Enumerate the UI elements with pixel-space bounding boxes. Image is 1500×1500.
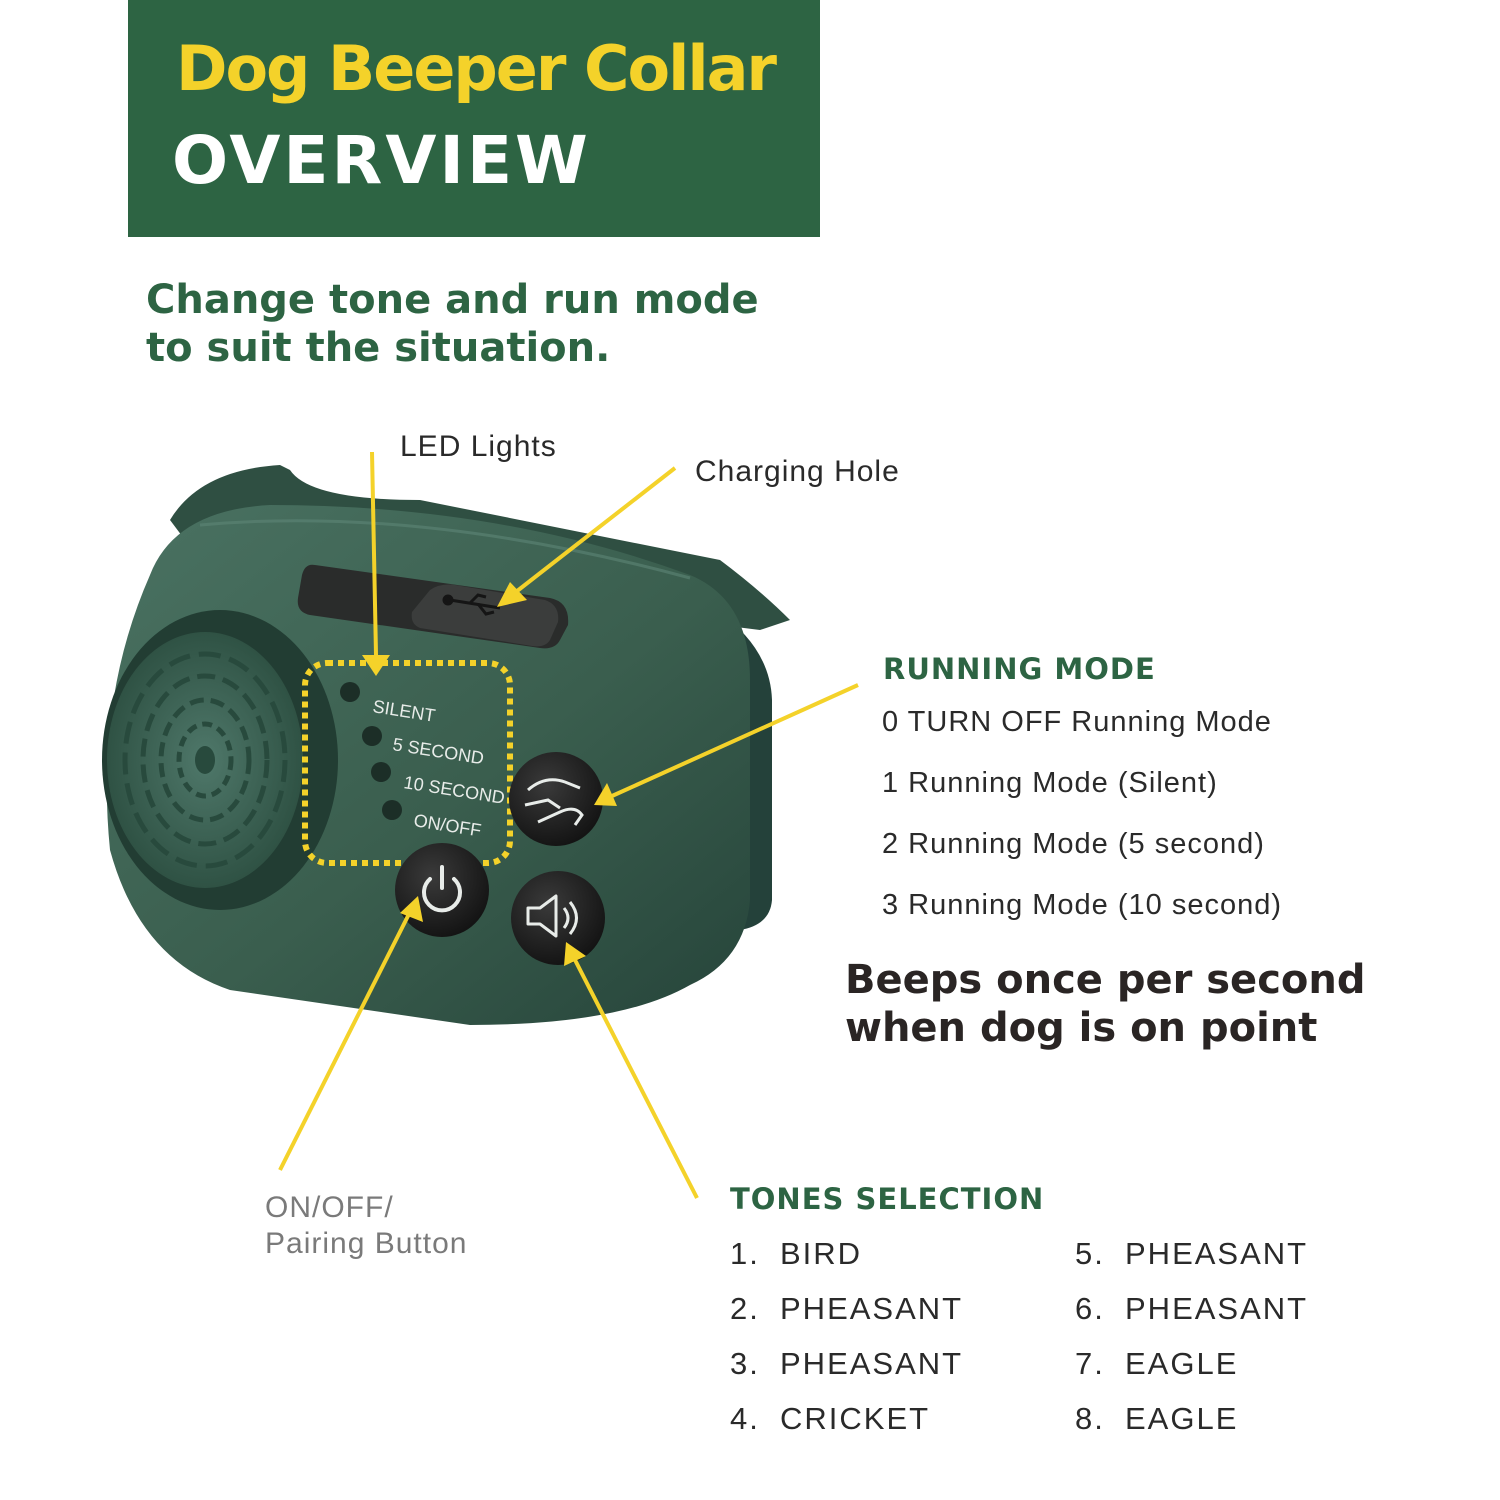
banner-title: Dog Beeper Collar — [176, 32, 777, 105]
power-button[interactable] — [395, 843, 489, 937]
tone-name: EAGLE — [1125, 1401, 1239, 1436]
tagline-line-2: to suit the situation. — [146, 325, 611, 371]
header-banner: Dog Beeper Collar OVERVIEW — [128, 0, 820, 237]
tone-name: PHEASANT — [780, 1291, 964, 1326]
tone-name: PHEASANT — [780, 1346, 964, 1381]
running-mode-item: 2 Running Mode (5 second) — [882, 828, 1265, 860]
tone-number: 6. — [1075, 1291, 1105, 1326]
charging-hole-label: Charging Hole — [695, 455, 900, 488]
beeps-line-2: when dog is on point — [845, 1005, 1318, 1051]
speaker-icon — [526, 894, 578, 938]
led-lights-label: LED Lights — [400, 430, 557, 463]
tone-number: 5. — [1075, 1236, 1105, 1271]
tone-item: 5. PHEASANT — [1075, 1234, 1390, 1289]
power-button-label-line-1: ON/OFF/ — [265, 1191, 394, 1224]
running-mode-list: 0 TURN OFF Running Mode 1 Running Mode (… — [882, 702, 1282, 946]
tones-selection-title: TONES SELECTION — [730, 1182, 1045, 1216]
tone-item: 1. BIRD — [730, 1234, 1075, 1289]
tone-name: PHEASANT — [1125, 1236, 1309, 1271]
tone-button[interactable] — [511, 871, 605, 965]
tone-number: 3. — [730, 1346, 760, 1381]
usb-icon — [442, 593, 501, 616]
tones-list: 1. BIRD 2. PHEASANT 3. PHEASANT 4. CRICKET 5… — [730, 1234, 1390, 1454]
tone-name: CRICKET — [780, 1401, 931, 1436]
running-mode-item: 0 TURN OFF Running Mode — [882, 706, 1272, 738]
tone-number: 2. — [730, 1291, 760, 1326]
tone-item: 2. PHEASANT — [730, 1289, 1075, 1344]
running-mode-title: RUNNING MODE — [883, 652, 1156, 686]
hand-dog-icon — [524, 778, 584, 826]
power-button-label: ON/OFF/ Pairing Button — [265, 1190, 467, 1262]
led-indicators — [340, 682, 402, 820]
tagline: Change tone and run mode to suit the sit… — [146, 276, 759, 372]
beeps-statement: Beeps once per second when dog is on poi… — [845, 956, 1366, 1052]
speaker-grille-icon — [102, 610, 338, 910]
tone-name: EAGLE — [1125, 1346, 1239, 1381]
tone-item: 6. PHEASANT — [1075, 1289, 1390, 1344]
tone-name: BIRD — [780, 1236, 863, 1271]
tone-number: 4. — [730, 1401, 760, 1436]
tone-name: PHEASANT — [1125, 1291, 1309, 1326]
beeps-line-1: Beeps once per second — [845, 957, 1366, 1003]
tone-item: 7. EAGLE — [1075, 1344, 1390, 1399]
tagline-line-1: Change tone and run mode — [146, 277, 759, 323]
power-icon — [422, 865, 462, 913]
tone-number: 1. — [730, 1236, 760, 1271]
tone-item: 8. EAGLE — [1075, 1399, 1390, 1454]
leader-lines — [278, 451, 859, 1199]
tone-item: 4. CRICKET — [730, 1399, 1075, 1454]
power-button-label-line-2: Pairing Button — [265, 1227, 468, 1260]
banner-subtitle: OVERVIEW — [172, 122, 591, 199]
running-mode-item: 3 Running Mode (10 second) — [882, 889, 1283, 921]
tone-number: 8. — [1075, 1401, 1105, 1436]
tone-item: 3. PHEASANT — [730, 1344, 1075, 1399]
tone-number: 7. — [1075, 1346, 1105, 1381]
running-mode-button[interactable] — [509, 752, 603, 846]
running-mode-item: 1 Running Mode (Silent) — [882, 767, 1218, 799]
